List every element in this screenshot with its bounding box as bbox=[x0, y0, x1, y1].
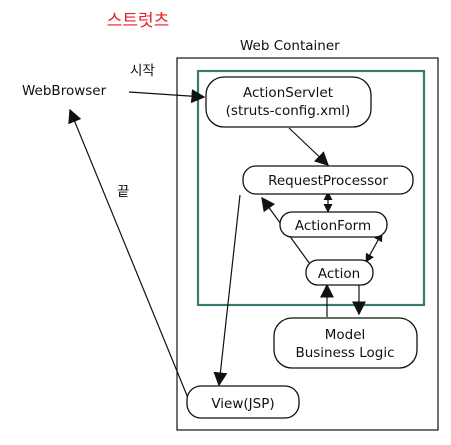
action-servlet-config-label: (struts-config.xml) bbox=[226, 103, 351, 119]
servlet-to-processor-arrow bbox=[288, 127, 330, 166]
web-browser-label: WebBrowser bbox=[22, 83, 107, 99]
controller-frame bbox=[196, 69, 426, 307]
web-container-frame bbox=[176, 57, 439, 431]
form-to-action-arrow bbox=[365, 232, 383, 263]
request-processor-node: RequestProcessor bbox=[242, 165, 414, 195]
action-form-label: ActionForm bbox=[295, 218, 371, 234]
action-servlet-label: ActionServlet bbox=[243, 85, 333, 101]
web-container-label: Web Container bbox=[240, 38, 340, 54]
view-jsp-label: View(JSP) bbox=[211, 396, 274, 412]
action-form-node: ActionForm bbox=[279, 211, 388, 238]
browser-to-servlet-arrow bbox=[128, 89, 206, 104]
view-to-browser-arrow bbox=[68, 108, 189, 399]
start-label: 시작 bbox=[130, 63, 155, 79]
model-node: Model Business Logic bbox=[273, 317, 418, 369]
view-jsp-node: View(JSP) bbox=[186, 385, 300, 419]
action-node: Action bbox=[305, 259, 374, 286]
business-logic-label: Business Logic bbox=[295, 345, 394, 361]
processor-to-view-arrow bbox=[213, 194, 241, 387]
action-servlet-node: ActionServlet (struts-config.xml) bbox=[205, 76, 372, 128]
request-processor-label: RequestProcessor bbox=[268, 173, 388, 189]
end-label: 끝 bbox=[117, 184, 129, 200]
model-label: Model bbox=[325, 327, 366, 343]
action-label: Action bbox=[318, 266, 360, 282]
diagram-title: 스트럿츠 bbox=[107, 11, 170, 31]
